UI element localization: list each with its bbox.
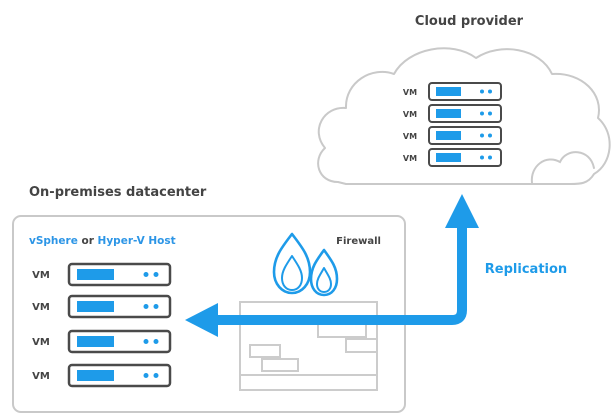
server-rack-icon [428, 148, 502, 167]
server-rack-icon [428, 126, 502, 145]
arrowhead-up [445, 194, 479, 228]
vm-label: VM [32, 302, 50, 313]
vm-label: VM [403, 88, 417, 97]
vm-label: VM [403, 110, 417, 119]
vsphere-label: vSphere [29, 235, 78, 247]
replication-label: Replication [485, 262, 567, 277]
cloud-provider-title: Cloud provider [415, 14, 524, 29]
onprem-title: On-premises datacenter [29, 185, 207, 200]
vm-label: VM [403, 154, 417, 163]
server-rack-icon [67, 329, 172, 354]
hyperv-label: Hyper-V Host [98, 235, 176, 247]
host-or-label: or [81, 235, 97, 247]
firewall-label: Firewall [336, 236, 381, 247]
replication-arrow [185, 194, 479, 337]
vm-label: VM [403, 132, 417, 141]
cloud-vm-rack: VM VM VM VM [403, 82, 502, 167]
vm-label: VM [32, 337, 50, 348]
vm-label: VM [32, 270, 50, 281]
flame-icon [272, 232, 339, 297]
arrowhead-left [185, 303, 218, 337]
server-rack-icon [67, 294, 172, 319]
server-rack-icon [428, 82, 502, 101]
host-label: vSphere or Hyper-V Host [29, 235, 176, 247]
server-rack-icon [67, 363, 172, 388]
server-rack-icon [428, 104, 502, 123]
onprem-vm-rack: VM VM VM VM [32, 262, 172, 388]
server-rack-icon [67, 262, 172, 287]
vm-label: VM [32, 371, 50, 382]
